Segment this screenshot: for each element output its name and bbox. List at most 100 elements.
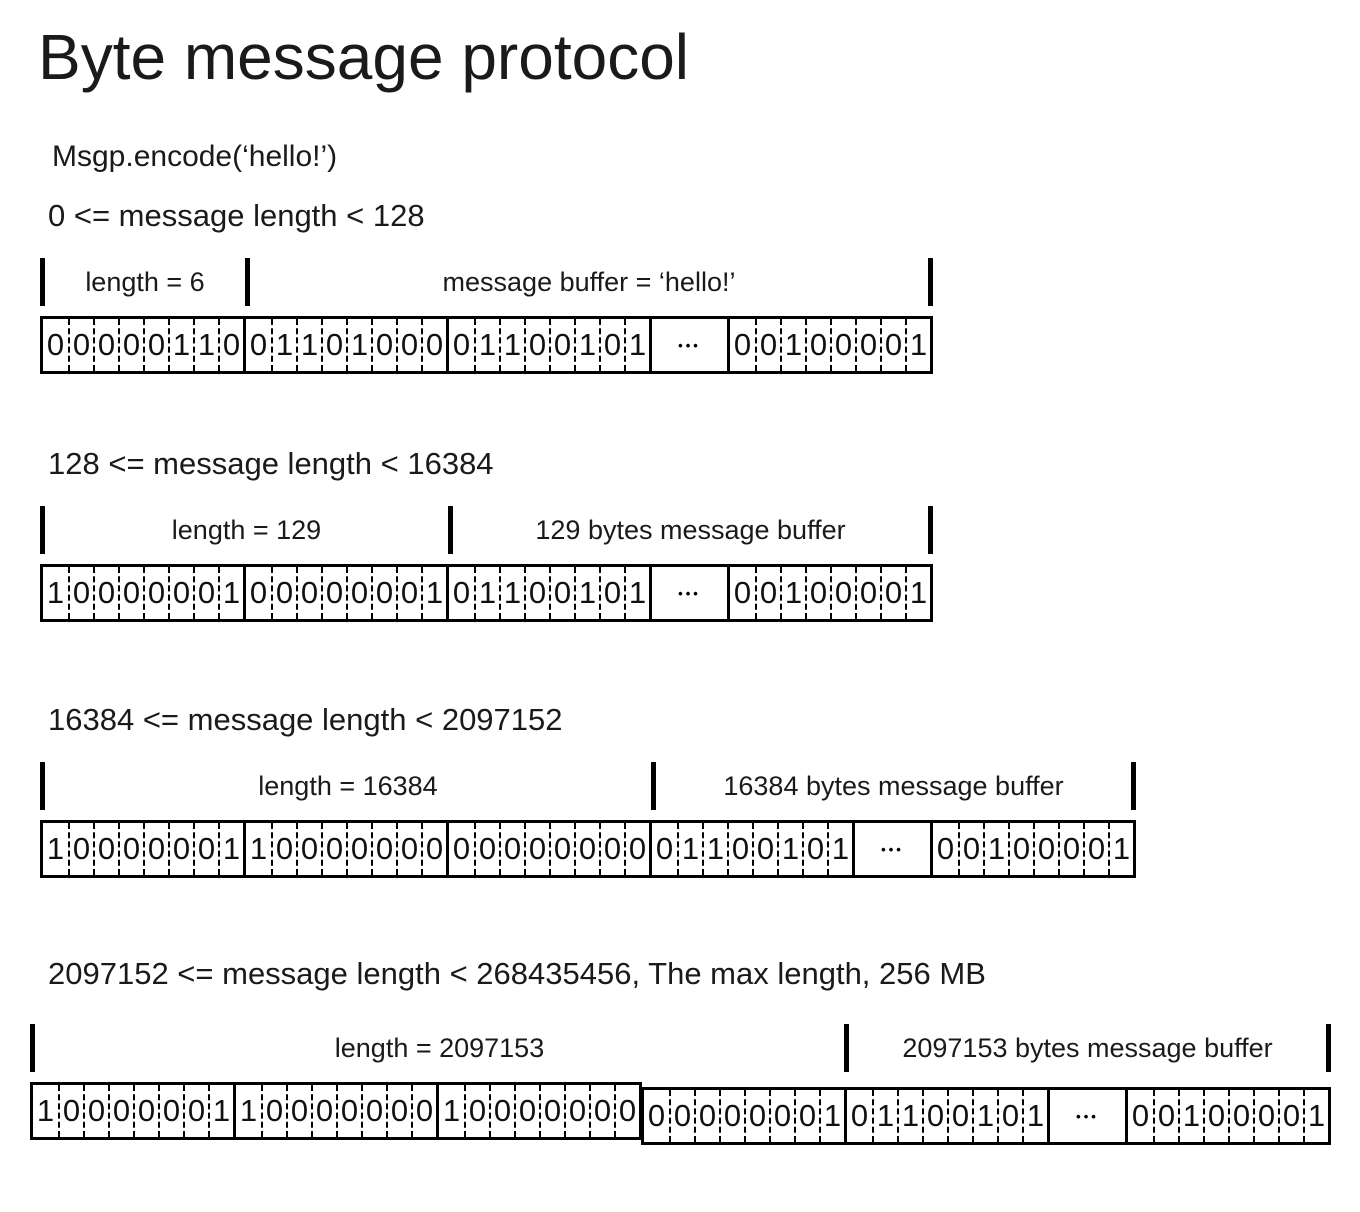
bit-value: 1 bbox=[624, 319, 649, 372]
bit-value: 0 bbox=[599, 319, 624, 372]
bit-value: 0 bbox=[489, 1085, 514, 1138]
bit-value: 0 bbox=[464, 1085, 489, 1138]
bit-value: 1 bbox=[168, 319, 193, 372]
bit-value: 0 bbox=[452, 327, 471, 363]
bit-value: 0 bbox=[549, 823, 574, 876]
bit-value: 0 bbox=[396, 567, 421, 620]
bit-value: 0 bbox=[218, 319, 243, 372]
tick-mark bbox=[40, 506, 45, 555]
bit-value: 0 bbox=[1083, 823, 1108, 876]
bit-value: 0 bbox=[936, 831, 955, 867]
bit-value: 1 bbox=[249, 831, 268, 867]
buffer-label: 129 bytes message buffer bbox=[535, 514, 846, 545]
tick-mark bbox=[40, 762, 45, 811]
bit-value: 0 bbox=[719, 1090, 744, 1143]
tick-mark bbox=[844, 1024, 849, 1073]
bit-value: 0 bbox=[744, 1090, 769, 1143]
bit-value: 0 bbox=[755, 567, 780, 620]
bit-value: 0 bbox=[599, 567, 624, 620]
tick-mark bbox=[928, 258, 933, 307]
bit-value: 0 bbox=[669, 1090, 694, 1143]
bit-value: 0 bbox=[574, 823, 599, 876]
bit-value: 0 bbox=[1278, 1090, 1303, 1143]
bit-value: 0 bbox=[58, 1085, 83, 1138]
bit-value: 0 bbox=[855, 567, 880, 620]
bit-value: 0 bbox=[421, 823, 446, 876]
bit-value: 0 bbox=[118, 823, 143, 876]
ellipsis-cell: ••• bbox=[1047, 1090, 1125, 1143]
bit-value: 1 bbox=[218, 567, 243, 620]
tick-mark bbox=[1326, 1024, 1331, 1073]
bit-value: 1 bbox=[780, 319, 805, 372]
bit-value: 0 bbox=[1131, 1098, 1150, 1134]
bit-value: 0 bbox=[193, 567, 218, 620]
bit-value: 0 bbox=[168, 823, 193, 876]
bit-value: 0 bbox=[249, 327, 268, 363]
bit-value: 0 bbox=[880, 567, 905, 620]
bit-value: 0 bbox=[514, 1085, 539, 1138]
bit-value: 0 bbox=[68, 823, 93, 876]
bit-value: 0 bbox=[1008, 823, 1033, 876]
bit-value: 0 bbox=[647, 1098, 666, 1134]
bit-value: 0 bbox=[93, 823, 118, 876]
bit-value: 0 bbox=[386, 1085, 411, 1138]
bit-value: 0 bbox=[1058, 823, 1083, 876]
bit-value: 0 bbox=[830, 567, 855, 620]
bit-value: 0 bbox=[143, 319, 168, 372]
bit-value: 0 bbox=[93, 319, 118, 372]
bit-value: 0 bbox=[452, 831, 471, 867]
bit-value: 0 bbox=[733, 575, 752, 611]
bit-value: 0 bbox=[599, 823, 624, 876]
bit-value: 0 bbox=[321, 319, 346, 372]
label-row-2: length = 129 129 bytes message buffer bbox=[40, 506, 933, 555]
bit-value: 1 bbox=[442, 1093, 461, 1129]
bit-value: 0 bbox=[249, 575, 268, 611]
bit-value: 0 bbox=[589, 1085, 614, 1138]
bit-value: 0 bbox=[794, 1090, 819, 1143]
ellipsis-cell: ••• bbox=[852, 823, 930, 876]
bit-value: 0 bbox=[549, 319, 574, 372]
label-row-1: length = 6 message buffer = ‘hello!’ bbox=[40, 258, 933, 307]
bit-value: 0 bbox=[46, 327, 65, 363]
bit-value: 0 bbox=[752, 823, 777, 876]
bit-value: 1 bbox=[872, 1090, 897, 1143]
bit-value: 0 bbox=[411, 1085, 436, 1138]
bit-value: 0 bbox=[733, 327, 752, 363]
bit-value: 0 bbox=[93, 567, 118, 620]
bit-value: 1 bbox=[218, 823, 243, 876]
bit-value: 0 bbox=[549, 567, 574, 620]
bit-value: 1 bbox=[421, 567, 446, 620]
bit-value: 0 bbox=[1153, 1090, 1178, 1143]
bit-value: 1 bbox=[193, 319, 218, 372]
length-label: length = 2097153 bbox=[334, 1032, 545, 1063]
encode-code-line: Msgp.encode(‘hello!’) bbox=[52, 140, 338, 174]
bit-value: 1 bbox=[827, 823, 852, 876]
ellipsis-glyph: ••• bbox=[678, 585, 701, 601]
bit-value: 1 bbox=[474, 319, 499, 372]
bit-value: 1 bbox=[702, 823, 727, 876]
bit-value: 1 bbox=[474, 567, 499, 620]
bit-value: 0 bbox=[1033, 823, 1058, 876]
bit-value: 1 bbox=[574, 319, 599, 372]
bit-value: 0 bbox=[727, 823, 752, 876]
bit-value: 0 bbox=[286, 1085, 311, 1138]
bit-value: 0 bbox=[958, 823, 983, 876]
